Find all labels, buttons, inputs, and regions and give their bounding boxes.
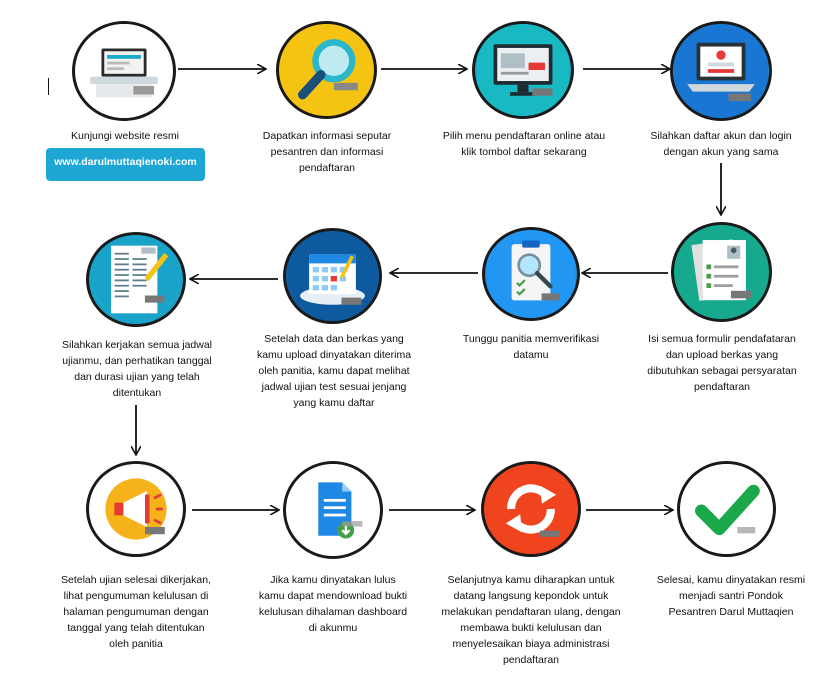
website-url-link[interactable]: www.darulmuttaqienoki.com bbox=[46, 148, 205, 181]
step-5-caption: Isi semua formulir pendafataran dan uplo… bbox=[647, 333, 797, 393]
test-sheet-icon bbox=[86, 232, 186, 327]
step-10-caption: Jika kamu dinyatakan lulus kamu dapat me… bbox=[258, 574, 408, 634]
step-8-caption: Silahkan kerjakan semua jadwal ujianmu, … bbox=[62, 339, 212, 399]
step-1-caption: Kunjungi website resmi bbox=[71, 130, 179, 142]
document-download-icon bbox=[283, 461, 383, 559]
magnifier-icon bbox=[276, 21, 377, 119]
document-form-icon bbox=[671, 222, 772, 322]
checkmark-icon bbox=[677, 461, 776, 557]
step-11-caption: Selanjutnya kamu diharapkan untuk datang… bbox=[441, 574, 621, 666]
monitor-registration-icon bbox=[472, 21, 574, 119]
step-4-caption: Silahkan daftar akun dan login dengan ak… bbox=[650, 130, 792, 158]
laptop-website-icon bbox=[72, 21, 176, 121]
refresh-icon bbox=[481, 461, 581, 557]
login-laptop-icon bbox=[670, 21, 772, 121]
text-cursor bbox=[48, 78, 49, 95]
step-2-caption: Dapatkan informasi seputar pesantren dan… bbox=[262, 130, 392, 174]
calendar-schedule-icon bbox=[283, 228, 382, 324]
step-6-caption: Tunggu panitia memverifikasi datamu bbox=[462, 333, 600, 361]
clipboard-verify-icon bbox=[482, 227, 580, 321]
step-3-caption: Pilih menu pendaftaran online atau klik … bbox=[442, 130, 606, 158]
step-9-caption: Setelah ujian selesai dikerjakan, lihat … bbox=[60, 574, 211, 650]
megaphone-icon bbox=[86, 461, 186, 557]
step-12-caption: Selesai, kamu dinyatakan resmi menjadi s… bbox=[656, 574, 806, 618]
step-7-caption: Setelah data dan berkas yang kamu upload… bbox=[256, 333, 412, 409]
